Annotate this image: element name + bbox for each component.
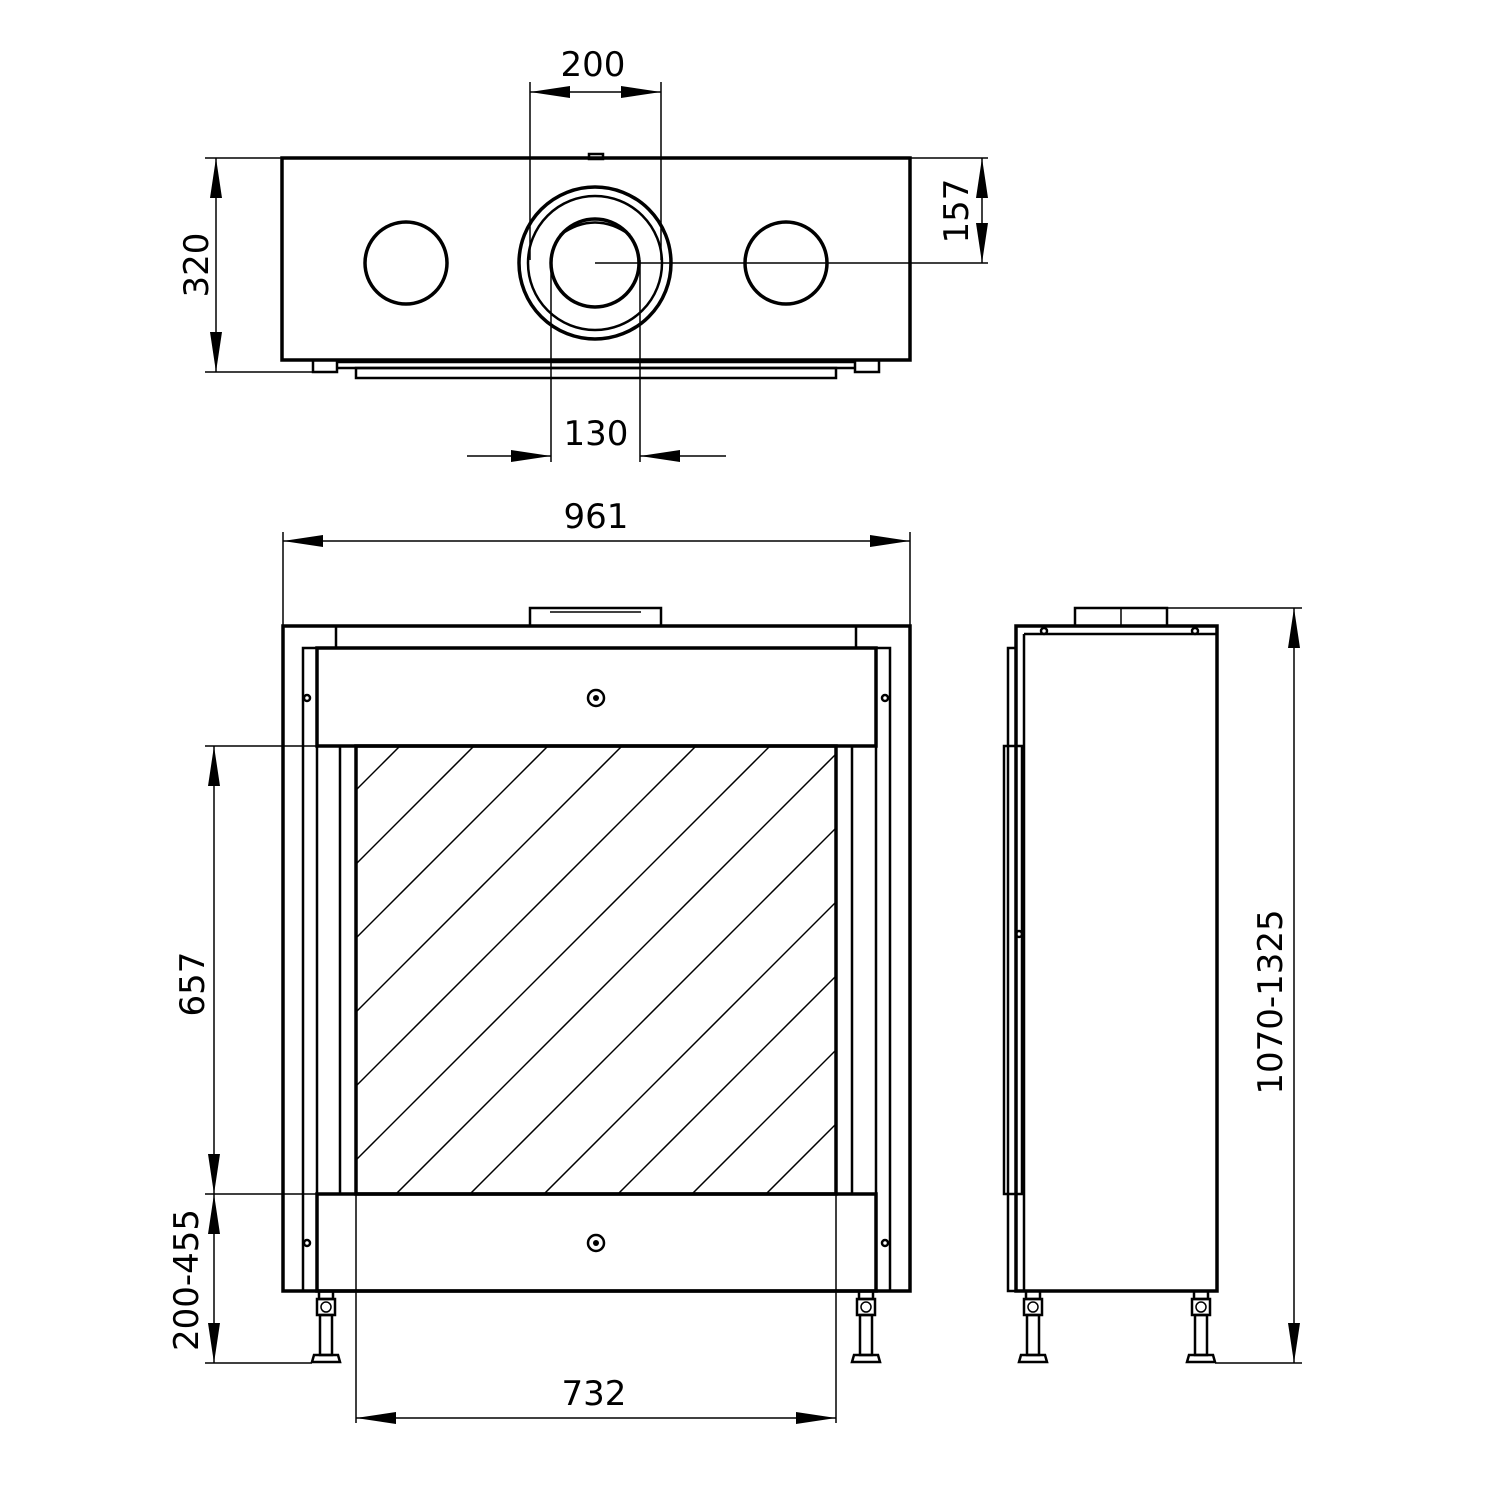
dim-label-732: 732: [562, 1374, 627, 1414]
top-tab: [587, 152, 605, 161]
dim-label-961: 961: [564, 497, 629, 537]
front-screw-tr: [880, 693, 890, 703]
side-hole-left: [363, 220, 449, 306]
front-bottom-knob: [586, 1233, 606, 1253]
top-foot-left: [311, 358, 339, 374]
top-glass-edge: [354, 366, 838, 380]
side-door-profile: [1006, 646, 1018, 1293]
front-foot-left: [310, 1289, 342, 1364]
dim-label-base: 200-455: [167, 1209, 207, 1351]
side-screw-right: [1190, 626, 1200, 636]
dim-label-130: 130: [564, 414, 629, 454]
side-hinge: [1014, 929, 1024, 939]
top-view: 200 130 320 157: [177, 45, 988, 462]
front-foot-right: [850, 1289, 882, 1364]
side-body-outline: [1014, 624, 1219, 1293]
side-foot-left: [1017, 1289, 1049, 1364]
dim-label-657: 657: [173, 952, 213, 1017]
dim-label-320: 320: [177, 233, 217, 298]
front-top-knob: [586, 688, 606, 708]
side-screw-left: [1039, 626, 1049, 636]
front-screw-bl: [302, 1238, 312, 1248]
side-glass-profile: [1002, 744, 1024, 1196]
front-top-strip: [334, 624, 858, 650]
side-foot-right: [1185, 1289, 1217, 1364]
front-view: 961 657 200-455 732: [167, 497, 912, 1424]
front-body-outline: [281, 624, 912, 1293]
front-bottom-knob-dot: [593, 1240, 599, 1246]
side-view: 1070-1325: [1002, 606, 1302, 1364]
front-top-knob-dot: [593, 695, 599, 701]
front-flue-collar: [528, 606, 663, 628]
glass-hatch: [356, 746, 836, 1194]
front-post-left: [301, 646, 319, 1293]
dim-label-157: 157: [937, 179, 977, 244]
top-foot-right: [853, 358, 881, 374]
dim-label-height: 1070-1325: [1251, 909, 1291, 1094]
front-glass: [354, 744, 838, 1196]
front-bottom-panel: [315, 1192, 878, 1293]
dim-label-200: 200: [561, 45, 626, 85]
front-screw-tl: [302, 693, 312, 703]
front-post-right: [874, 646, 892, 1293]
front-screw-br: [880, 1238, 890, 1248]
flue-collar-detail: [559, 221, 631, 237]
